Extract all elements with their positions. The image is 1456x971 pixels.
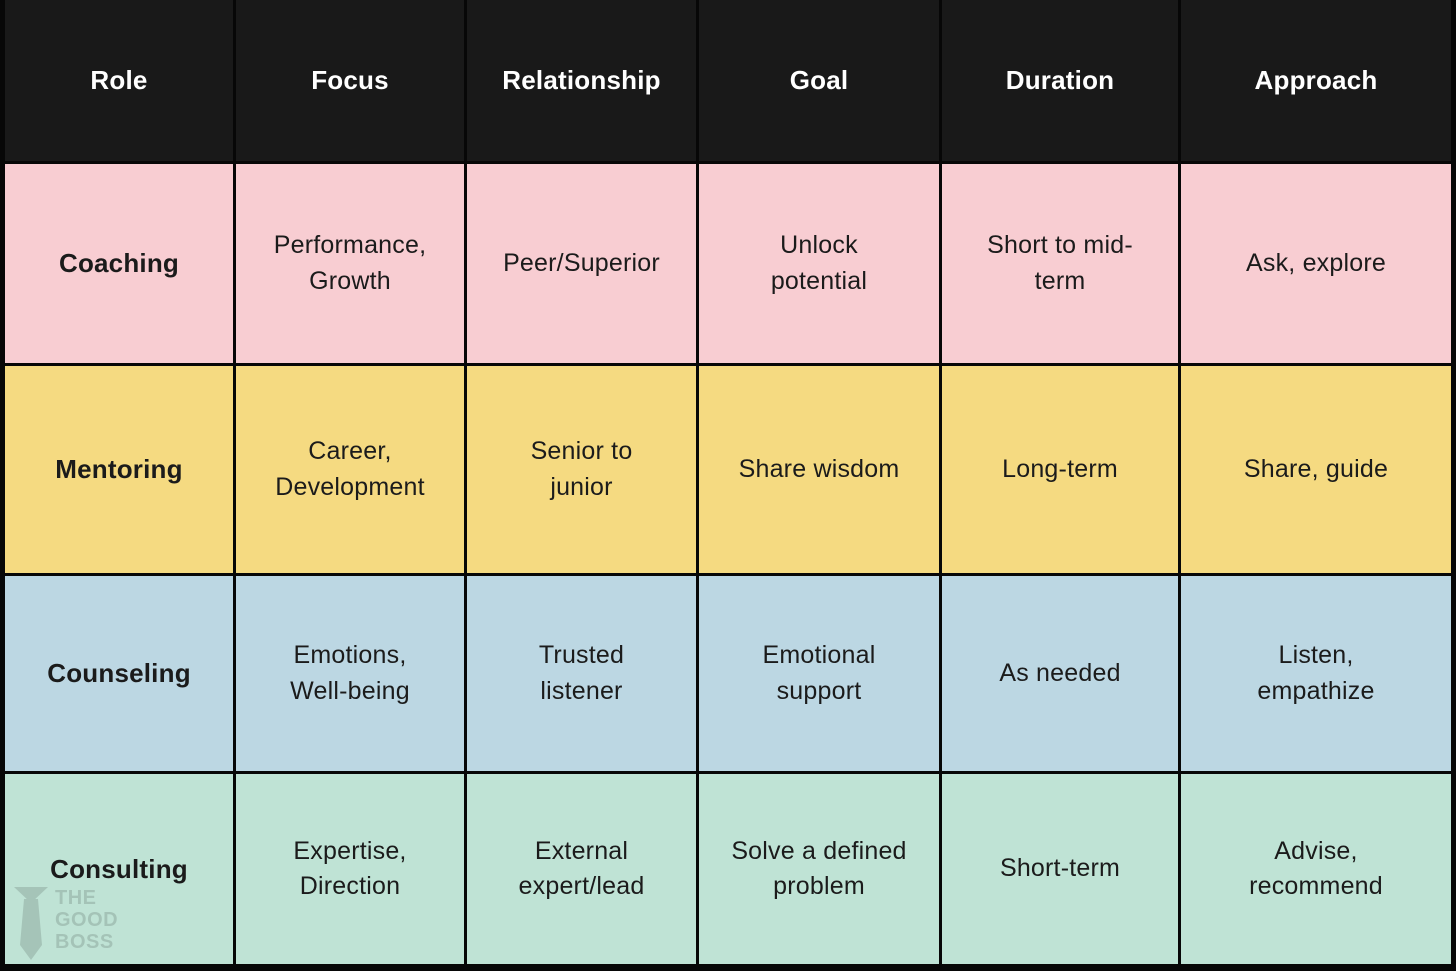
column-header-goal: Goal [699,0,939,161]
row-label-consulting: Consulting [5,774,233,964]
consulting-approach-cell: Advise, recommend [1181,774,1451,964]
row-label-counseling: Counseling [5,576,233,771]
column-header-approach: Approach [1181,0,1451,161]
consulting-goal-cell: Solve a defined problem [699,774,939,964]
column-header-role: Role [5,0,233,161]
mentoring-goal-cell: Share wisdom [699,366,939,573]
coaching-goal-cell: Unlock potential [699,164,939,363]
coaching-duration-cell: Short to mid- term [942,164,1178,363]
consulting-duration-cell: Short-term [942,774,1178,964]
mentoring-focus-cell: Career, Development [236,366,464,573]
counseling-approach-cell: Listen, empathize [1181,576,1451,771]
counseling-goal-cell: Emotional support [699,576,939,771]
mentoring-duration-cell: Long-term [942,366,1178,573]
counseling-relationship-cell: Trusted listener [467,576,696,771]
counseling-duration-cell: As needed [942,576,1178,771]
consulting-focus-cell: Expertise, Direction [236,774,464,964]
coaching-focus-cell: Performance, Growth [236,164,464,363]
coaching-relationship-cell: Peer/Superior [467,164,696,363]
coaching-approach-cell: Ask, explore [1181,164,1451,363]
row-label-coaching: Coaching [5,164,233,363]
counseling-focus-cell: Emotions, Well-being [236,576,464,771]
column-header-focus: Focus [236,0,464,161]
mentoring-approach-cell: Share, guide [1181,366,1451,573]
mentoring-relationship-cell: Senior to junior [467,366,696,573]
column-header-relationship: Relationship [467,0,696,161]
row-label-mentoring: Mentoring [5,366,233,573]
consulting-relationship-cell: External expert/lead [467,774,696,964]
column-header-duration: Duration [942,0,1178,161]
